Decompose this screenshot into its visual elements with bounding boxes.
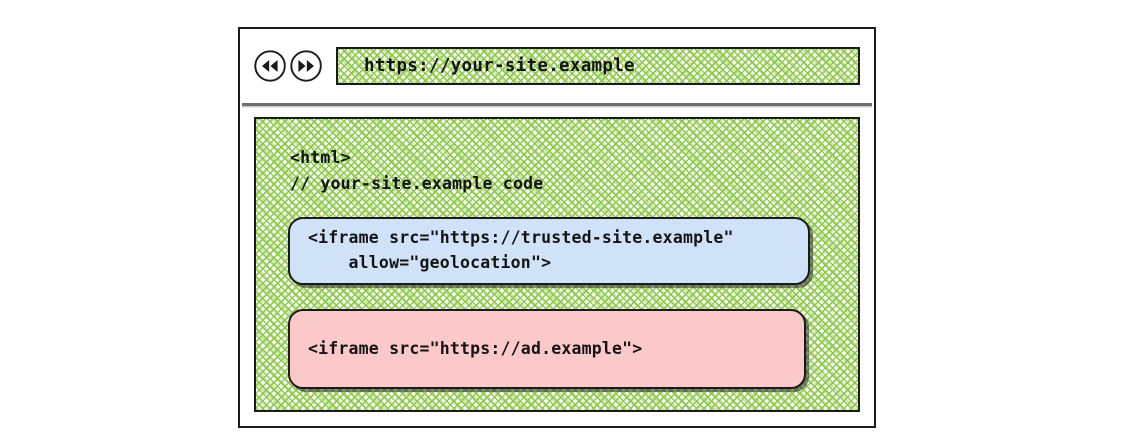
iframe-trusted-code-line-1: <iframe src="https://trusted-site.exampl… bbox=[308, 228, 734, 248]
code-line-comment: // your-site.example code bbox=[290, 173, 544, 193]
page-content-area: <html> // your-site.example code <iframe… bbox=[254, 117, 860, 412]
toolbar-divider bbox=[242, 103, 872, 106]
browser-window: https://your-site.example <html> // your… bbox=[238, 27, 876, 428]
iframe-trusted-code: <iframe src="https://trusted-site.exampl… bbox=[308, 226, 734, 276]
navigation-buttons bbox=[253, 49, 323, 83]
back-icon[interactable] bbox=[253, 49, 287, 83]
browser-toolbar: https://your-site.example bbox=[240, 29, 874, 103]
iframe-ad-code: <iframe src="https://ad.example"> bbox=[308, 337, 642, 362]
iframe-ad-code-line-1: <iframe src="https://ad.example"> bbox=[308, 338, 643, 358]
code-line-html: <html> bbox=[290, 148, 351, 167]
iframe-trusted-code-line-2: allow="geolocation"> bbox=[308, 253, 552, 272]
forward-icon[interactable] bbox=[289, 49, 323, 83]
url-text: https://your-site.example bbox=[364, 56, 635, 76]
iframe-trusted-site[interactable]: <iframe src="https://trusted-site.exampl… bbox=[288, 217, 810, 285]
url-input[interactable]: https://your-site.example bbox=[336, 47, 860, 85]
iframe-ad[interactable]: <iframe src="https://ad.example"> bbox=[288, 309, 806, 389]
